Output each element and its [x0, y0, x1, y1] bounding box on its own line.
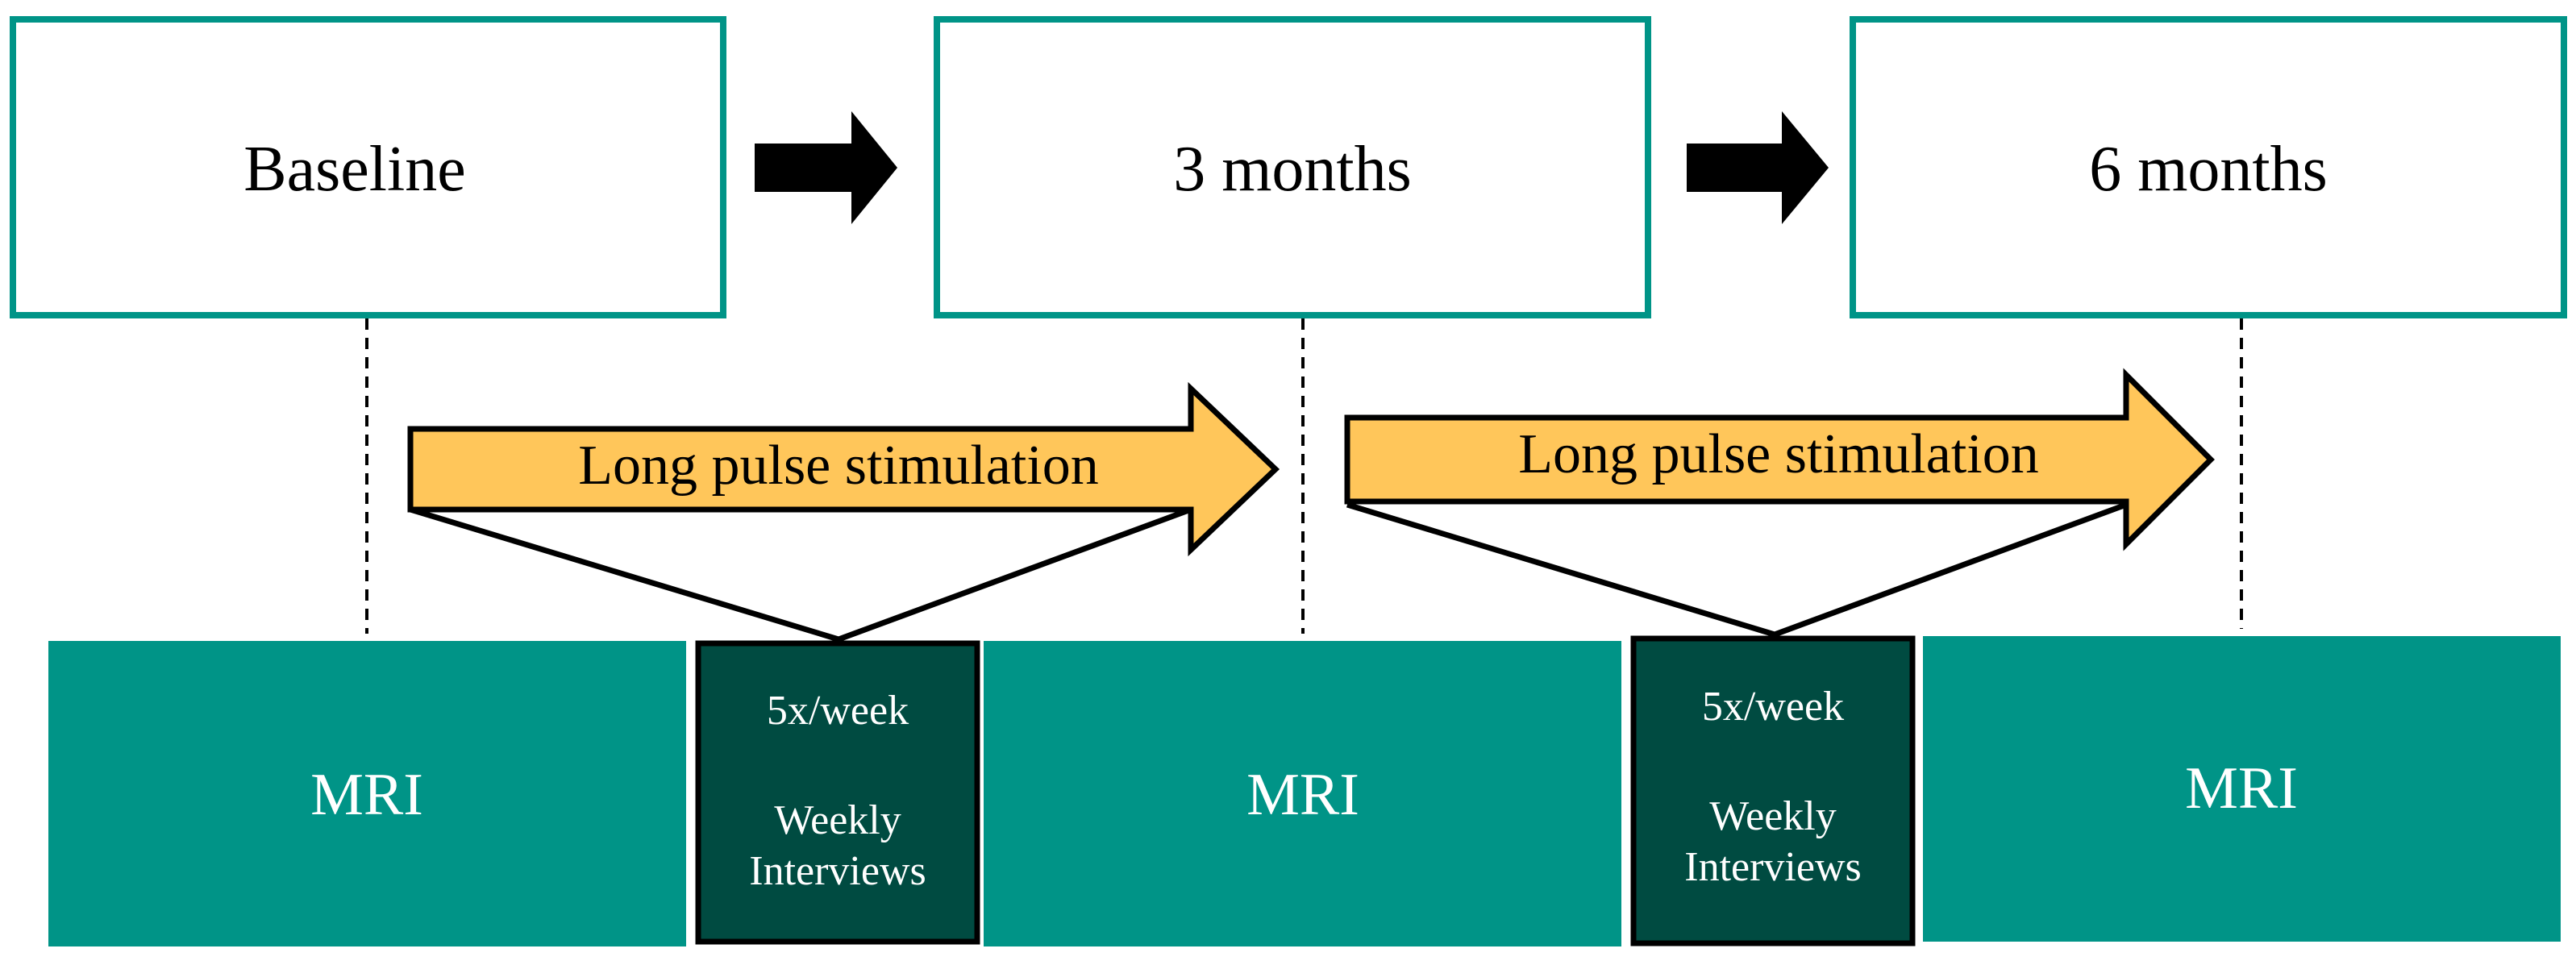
timepoint-3-months: 3 months: [934, 16, 1651, 318]
timepoint-label: 6 months: [2089, 134, 2328, 205]
schedule-block-1: 5x/week Weekly Interviews: [695, 640, 980, 945]
stimulation-period-2: Long pulse stimulation: [1344, 368, 2215, 551]
mri-label: MRI: [1246, 762, 1359, 828]
stimulation-label: Long pulse stimulation: [578, 435, 1099, 497]
interviews-line-1: Weekly: [774, 797, 901, 843]
timepoint-6-months: 6 months: [1850, 16, 2567, 318]
schedule-block-2: 5x/week Weekly Interviews: [1630, 635, 1916, 946]
timepoint-label: Baseline: [243, 134, 465, 205]
stimulation-funnel-1: [409, 506, 1192, 643]
mri-block-baseline: MRI: [48, 641, 686, 946]
mri-block: [984, 641, 1621, 946]
progression-arrow-1: [755, 111, 897, 224]
mri-label: MRI: [2185, 755, 2298, 822]
mri-block: [48, 641, 686, 946]
stimulation-frequency: 5x/week: [1702, 684, 1844, 730]
stimulation-period-1: Long pulse stimulation: [407, 381, 1280, 557]
timepoint-box: [10, 16, 726, 318]
mri-block-3-months: MRI: [984, 641, 1621, 946]
schedule-block: [1630, 635, 1916, 946]
timepoint-label: 3 months: [1173, 134, 1412, 205]
schedule-block: [695, 640, 980, 945]
stimulation-funnel-2: [1346, 501, 2128, 638]
stimulation-arrow: [407, 381, 1280, 557]
mri-block: [1923, 636, 2561, 942]
timepoint-box: [934, 16, 1651, 318]
progression-arrow-2: [1687, 111, 1829, 224]
timepoint-box: [1850, 16, 2567, 318]
interviews-line-2: Interviews: [1684, 844, 1861, 890]
stimulation-frequency: 5x/week: [767, 688, 909, 734]
stimulation-arrow: [1344, 368, 2215, 551]
interviews-line-2: Interviews: [749, 848, 926, 894]
interviews-line-1: Weekly: [1709, 793, 1837, 839]
mri-label: MRI: [310, 762, 423, 828]
mri-block-6-months: MRI: [1923, 636, 2561, 942]
stimulation-label: Long pulse stimulation: [1518, 423, 2039, 485]
timepoint-baseline: Baseline: [10, 16, 726, 318]
